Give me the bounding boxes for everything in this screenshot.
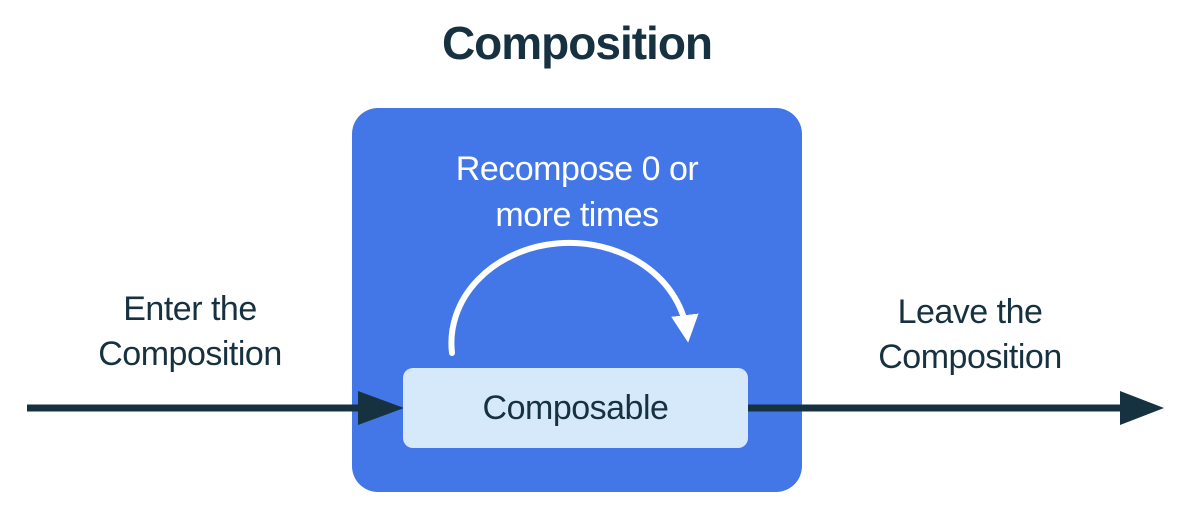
enter-composition-label: Enter the Composition [98,290,282,373]
composable-node: Composable [403,368,748,448]
recompose-label: Recompose 0 or more times [455,150,699,234]
leave-composition-label: Leave the Composition [878,293,1062,376]
composable-node-label: Composable [482,388,669,427]
leave-arrowhead-icon [1120,391,1164,425]
diagram-title: Composition [441,17,713,69]
